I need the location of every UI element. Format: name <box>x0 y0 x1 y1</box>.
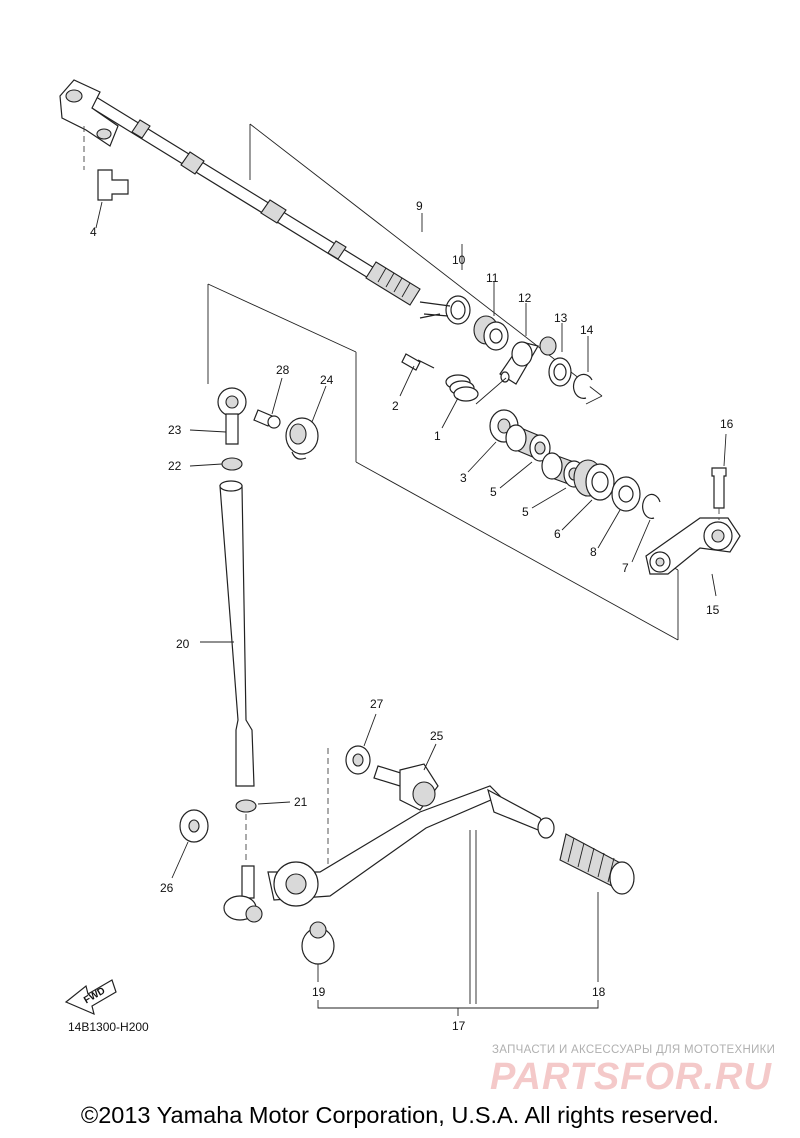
tie-rod-assembly <box>189 377 327 864</box>
callout-28: 28 <box>276 363 290 377</box>
callout-5b: 5 <box>522 505 529 519</box>
callout-3: 3 <box>460 471 467 485</box>
group-outline-15 <box>207 283 679 641</box>
callout-26: 26 <box>160 881 174 895</box>
callout-7: 7 <box>622 561 629 575</box>
shift-shaft-drawing <box>59 79 421 306</box>
callout-10: 10 <box>452 253 466 267</box>
copyright-notice: ©2013 Yamaha Motor Corporation, U.S.A. A… <box>80 1102 720 1128</box>
callout-18: 18 <box>592 985 606 999</box>
callout-20: 20 <box>176 637 190 651</box>
callout-27: 27 <box>370 697 384 711</box>
callout-8: 8 <box>590 545 597 559</box>
callout-16: 16 <box>720 417 734 431</box>
callout-25: 25 <box>430 729 444 743</box>
callout-15: 15 <box>706 603 720 617</box>
callout-14: 14 <box>580 323 594 337</box>
callout-1: 1 <box>434 429 441 443</box>
bushing-stack <box>467 409 661 563</box>
callout-13: 13 <box>554 311 568 325</box>
callout-17: 17 <box>452 1019 466 1033</box>
callout-11: 11 <box>486 271 499 285</box>
callout-9: 9 <box>416 199 423 213</box>
callout-4: 4 <box>90 225 97 239</box>
drawing-code: 14B1300-H200 <box>68 1020 149 1034</box>
callout-labels: 2 1 3 4 5 5 6 7 8 9 10 11 12 13 14 15 16… <box>90 199 734 1033</box>
callout-24: 24 <box>320 373 334 387</box>
fwd-arrow-icon: FWD <box>64 979 117 1016</box>
watermark-tagline: ЗАПЧАСТИ И АКСЕССУАРЫ ДЛЯ МОТОТЕХНИКИ <box>492 1044 776 1056</box>
callout-19: 19 <box>312 985 326 999</box>
callout-5a: 5 <box>490 485 497 499</box>
callout-12: 12 <box>518 291 532 305</box>
callout-23: 23 <box>168 423 182 437</box>
shift-arm-15 <box>645 433 741 597</box>
callout-21: 21 <box>294 795 308 809</box>
callout-2: 2 <box>392 399 399 413</box>
group-outline-9 <box>249 123 603 405</box>
watermark-logo: PARTSFOR.RU <box>490 1056 772 1098</box>
callout-22: 22 <box>168 459 182 473</box>
callout-6: 6 <box>554 527 561 541</box>
shift-pedal-assembly <box>171 713 635 1016</box>
upper-small-parts <box>399 295 593 429</box>
